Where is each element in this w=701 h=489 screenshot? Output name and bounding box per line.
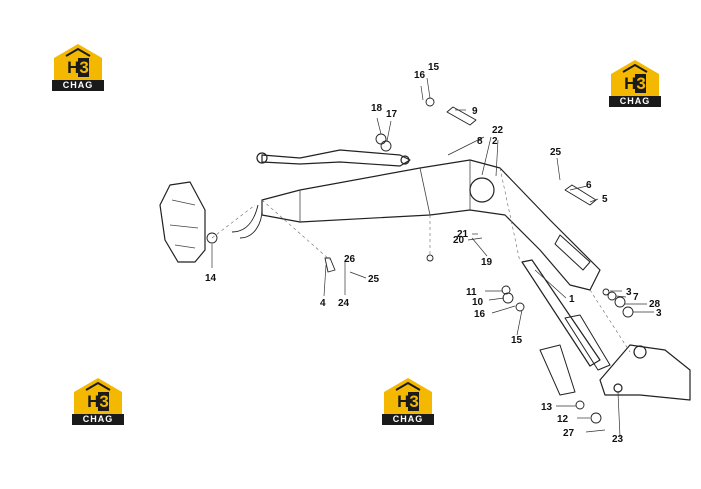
house-logo-icon bbox=[74, 378, 122, 414]
callout-4: 4 bbox=[320, 298, 326, 309]
callout-25b: 25 bbox=[368, 274, 380, 285]
callout-18: 18 bbox=[371, 103, 383, 114]
callout-7: 7 bbox=[633, 292, 639, 303]
logo-mark: H3 bbox=[397, 392, 419, 411]
callout-5: 5 bbox=[602, 194, 608, 205]
h3-chag-logo-watermark: H3 CHAG bbox=[607, 58, 663, 108]
callout-8: 8 bbox=[477, 136, 483, 147]
callout-20: 20 bbox=[453, 235, 465, 246]
callout-26: 26 bbox=[344, 254, 356, 265]
callout-13: 13 bbox=[541, 402, 553, 413]
callout-21: 21 bbox=[457, 229, 469, 240]
logo-word: CHAG bbox=[72, 414, 124, 425]
house-logo-icon bbox=[384, 378, 432, 414]
callout-19: 19 bbox=[481, 257, 493, 268]
logo-mark: H3 bbox=[624, 74, 646, 93]
callout-27: 27 bbox=[563, 428, 575, 439]
callout-22: 22 bbox=[492, 125, 504, 136]
boom-arm bbox=[261, 159, 601, 291]
logo-word: CHAG bbox=[609, 96, 661, 107]
h3-chag-logo-watermark: H3 CHAG bbox=[380, 376, 436, 426]
callout-6: 6 bbox=[586, 180, 592, 191]
callout-12: 12 bbox=[557, 414, 569, 425]
boom-cylinder bbox=[261, 149, 411, 167]
callout-1: 1 bbox=[569, 294, 575, 305]
callout-24: 24 bbox=[338, 298, 350, 309]
stick-cylinder bbox=[521, 259, 601, 367]
bucket-left bbox=[159, 181, 206, 263]
callout-16b: 16 bbox=[474, 309, 486, 320]
logo-word: CHAG bbox=[52, 80, 104, 91]
callout-28: 28 bbox=[649, 299, 661, 310]
callout-16a: 16 bbox=[414, 70, 426, 81]
house-logo-icon bbox=[611, 60, 659, 96]
h3-chag-logo-watermark: H3 CHAG bbox=[70, 376, 126, 426]
callout-25a: 25 bbox=[550, 147, 562, 158]
house-logo-icon bbox=[54, 44, 102, 80]
callout-23: 23 bbox=[612, 434, 624, 445]
callout-10: 10 bbox=[472, 297, 484, 308]
callout-labels: 16 15 18 17 9 8 22 2 25 6 5 21 20 19 14 … bbox=[205, 62, 662, 445]
callout-3b: 3 bbox=[656, 308, 662, 319]
callout-15b: 15 bbox=[511, 335, 523, 346]
logo-mark: H3 bbox=[67, 58, 89, 77]
h3-chag-logo-watermark: H3 CHAG bbox=[50, 42, 106, 92]
logo-mark: H3 bbox=[87, 392, 109, 411]
callout-2: 2 bbox=[492, 136, 498, 147]
stick-arm bbox=[599, 344, 691, 401]
callout-11: 11 bbox=[466, 287, 477, 298]
callout-15a: 15 bbox=[428, 62, 440, 73]
callout-9: 9 bbox=[472, 106, 478, 117]
callout-14: 14 bbox=[205, 273, 217, 284]
callout-17: 17 bbox=[386, 109, 398, 120]
callout-3a: 3 bbox=[626, 287, 632, 298]
logo-word: CHAG bbox=[382, 414, 434, 425]
